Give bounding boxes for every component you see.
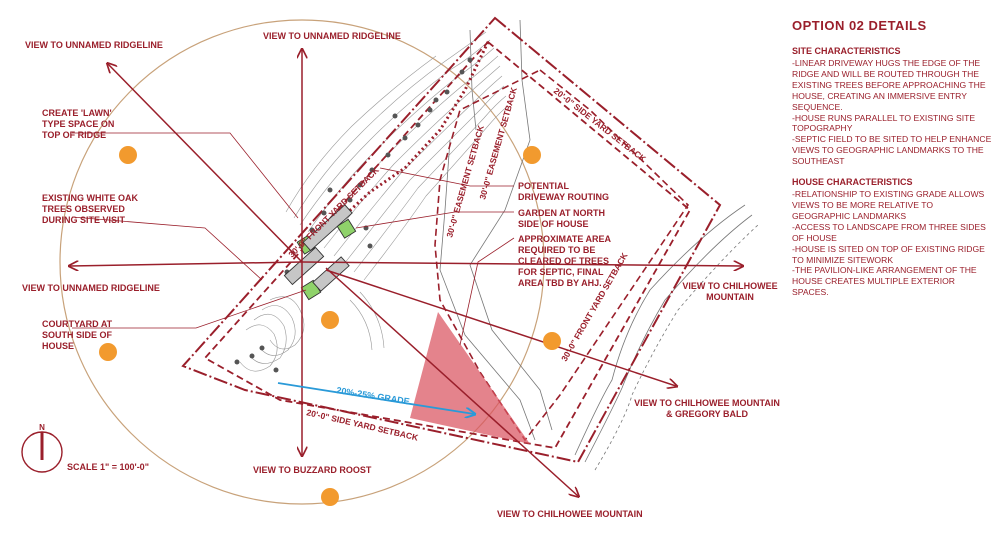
property-line [181,16,722,464]
grade-arrow [277,382,474,414]
tree-markers [234,57,473,373]
view-label-bottom-right: VIEW TO CHILHOWEE MOUNTAIN [497,509,643,519]
callout-lawn: CREATE 'LAWN' TYPE SPACE ON TOP OF RIDGE [42,108,115,140]
list-item: -ACCESS TO LANDSCAPE FROM THREE SIDES OF… [792,221,986,243]
view-radius-circle [59,19,545,505]
topography-contours [239,31,509,372]
list-item: -HOUSE IS SITED ON TOP OF EXISTING RIDGE… [792,243,985,265]
view-label-top-left: VIEW TO UNNAMED RIDGELINE [25,40,163,50]
driveway-routing [343,41,490,217]
callout-septic: APPROXIMATE AREA REQUIRED TO BE CLEARED … [518,234,611,288]
view-label-right: VIEW TO CHILHOWEE MOUNTAIN [682,281,778,302]
view-arrows [70,50,742,496]
view-label-top: VIEW TO UNNAMED RIDGELINE [263,31,401,41]
north-arrow: N [21,423,63,473]
house [283,204,357,301]
leader-lines [71,132,515,346]
site-characteristics-list: -LINEAR DRIVEWAY HUGS THE EDGE OF THE RI… [792,58,992,167]
site-characteristics-heading: SITE CHARACTERISTICS [792,46,901,56]
callout-white-oaks: EXISTING WHITE OAK TREES OBSERVED DURING… [42,193,139,225]
details-panel: OPTION 02 DETAILS SITE CHARACTERISTICS -… [792,18,992,308]
septic-area [410,312,530,444]
north-label: N [39,423,45,432]
view-label-bottom: VIEW TO BUZZARD ROOST [253,465,372,475]
front-yard-setback-label-top: 30'-0" FRONT YARD SETBACK [286,164,381,259]
orange-view-markers [99,146,561,506]
list-item: -RELATIONSHIP TO EXISTING GRADE ALLOWS V… [792,189,985,221]
list-item: -THE PAVILION-LIKE ARRANGEMENT OF THE HO… [792,265,977,298]
house-characteristics-heading: HOUSE CHARACTERISTICS [792,177,913,188]
list-item: -LINEAR DRIVEWAY HUGS THE EDGE OF THE RI… [792,58,986,112]
scale-label: SCALE 1" = 100'-0" [67,462,149,472]
details-title: OPTION 02 DETAILS [792,18,927,33]
callout-driveway: POTENTIAL DRIVEWAY ROUTING [518,181,610,202]
view-label-left: VIEW TO UNNAMED RIDGELINE [22,283,160,293]
list-item: -SEPTIC FIELD TO BE SITED TO HELP ENHANC… [792,134,992,167]
view-label-lower-right: VIEW TO CHILHOWEE MOUNTAIN & GREGORY BAL… [634,398,780,419]
grade-label: 20%-25% GRADE [336,385,411,406]
house-characteristics-list: -RELATIONSHIP TO EXISTING GRADE ALLOWS V… [792,189,992,298]
callout-garden: GARDEN AT NORTH SIDE OF HOUSE [518,208,605,229]
callout-courtyard: COURTYARD AT SOUTH SIDE OF HOUSE [42,319,113,351]
setback-line [203,40,692,449]
side-yard-setback-label-top: 20'-0" SIDE YARD SETBACK [552,86,649,165]
list-item: -HOUSE RUNS PARALLEL TO EXISTING SITE TO… [792,112,976,134]
road [439,19,759,471]
easement-setback-label-1: 30'-0" EASEMENT SETBACK [444,123,486,238]
easement-setback [434,69,690,442]
